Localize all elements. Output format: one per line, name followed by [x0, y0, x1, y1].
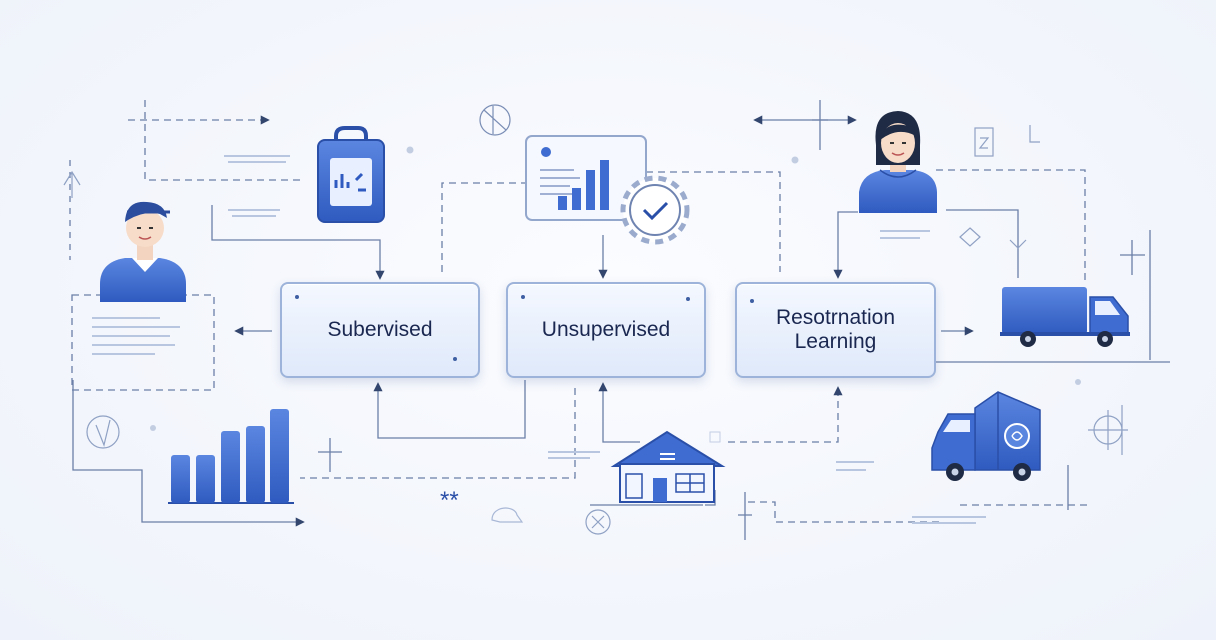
decor-arrow-up-icon: [63, 170, 81, 198]
decor-map-pin-icon: [86, 415, 120, 449]
reinforcement-node[interactable]: Resotrnation Learning: [735, 282, 936, 378]
bar-chart-icon: [168, 409, 294, 504]
unsupervised-label: Unsupervised: [541, 318, 671, 341]
woman-avatar-icon: [859, 111, 937, 213]
house-icon: [610, 430, 726, 503]
decor-frame-icon: [974, 125, 1040, 157]
node-corner-dot: [295, 295, 299, 299]
supervised-node[interactable]: Subervised: [280, 282, 580, 378]
delivery-truck-icon: [1000, 287, 1130, 347]
shopping-bag-icon: [317, 126, 385, 223]
decor-target-icon: [479, 104, 511, 136]
decor-diamond-icon: [959, 227, 1027, 249]
supervised-label: Subervised: [327, 318, 433, 341]
decor-text-lines: [92, 155, 986, 524]
node-corner-dot: [521, 295, 525, 299]
decor-crosshair-icon: [1088, 405, 1128, 455]
connector-lines: [69, 100, 1170, 540]
node-corner-dot: [686, 297, 690, 301]
box-truck-icon: [931, 391, 1041, 481]
reinforcement-label: Resotrnation Learning: [775, 306, 896, 353]
decor-asterisks: **: [440, 487, 459, 514]
decor-dots: [150, 146, 1081, 443]
node-corner-dot: [453, 357, 457, 361]
gear-check-icon: [620, 175, 690, 245]
unsupervised-node[interactable]: Unsupervised: [506, 282, 706, 378]
decor-chat-icon: [491, 507, 524, 523]
man-avatar-icon: [100, 201, 186, 302]
node-corner-dot: [750, 299, 754, 303]
decor-tools-icon: [585, 509, 611, 535]
